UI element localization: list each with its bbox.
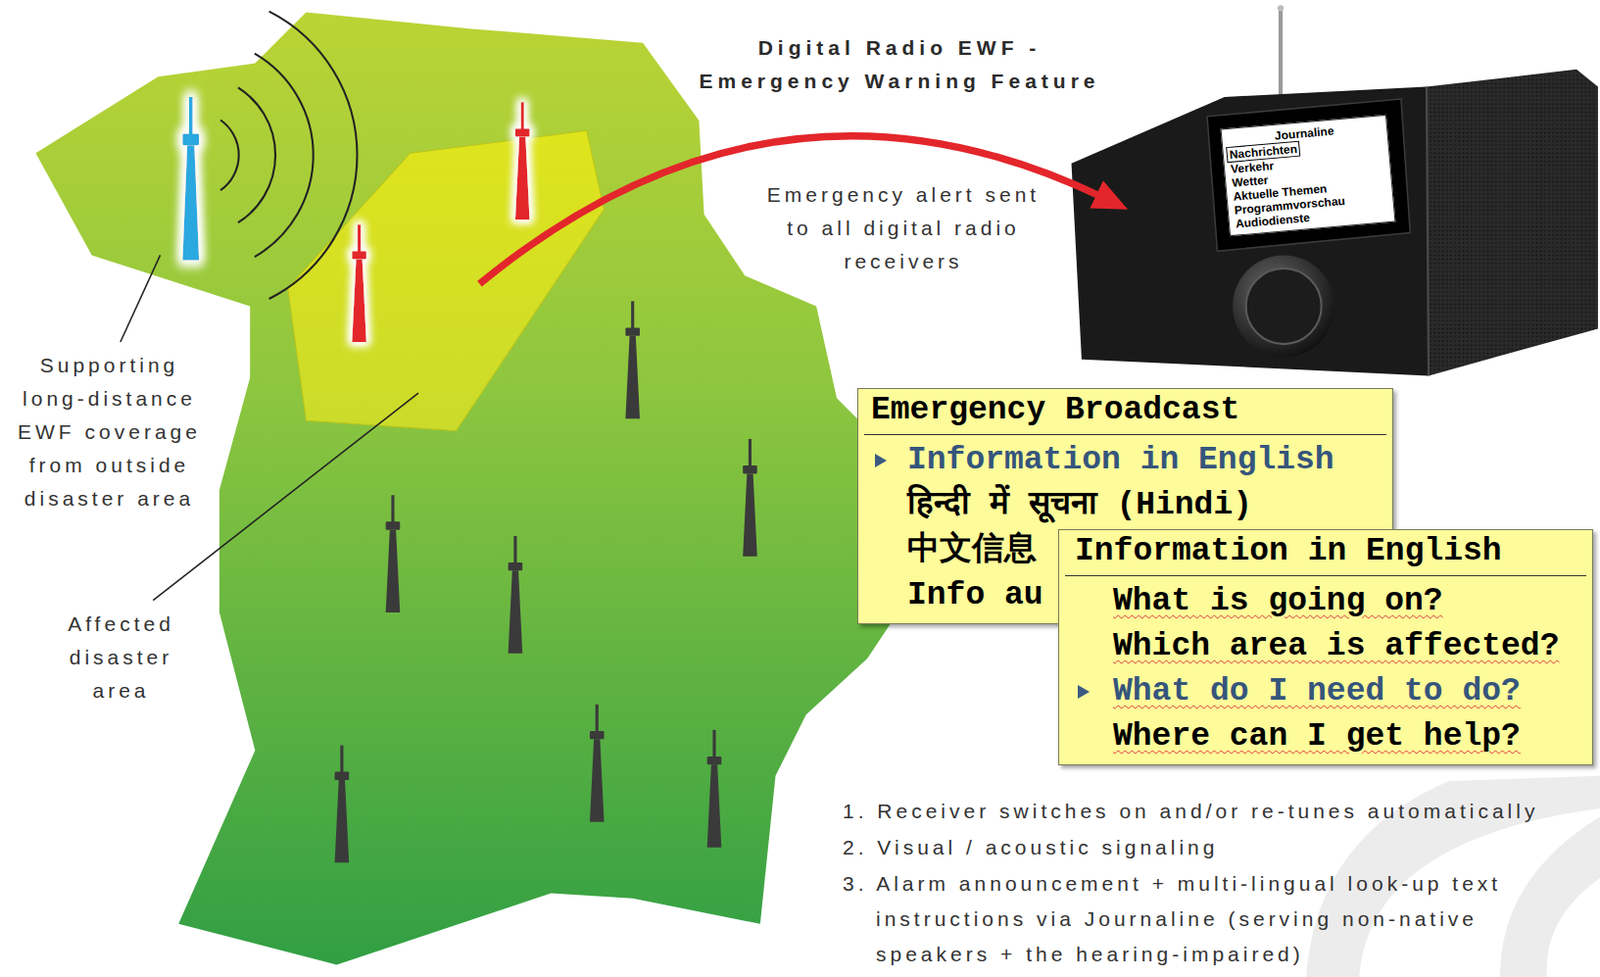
step-note: 2. Visual / acoustic signaling (842, 829, 1593, 866)
selection-triangle (874, 453, 887, 468)
menu-option: Which area is affected? (1059, 629, 1593, 665)
transmitter-tower (335, 745, 350, 864)
transmitter-tower (742, 438, 758, 557)
callout-label: Emergency alert sent to all digital radi… (761, 178, 1046, 279)
radio-wave (220, 120, 240, 192)
selection-triangle (1077, 684, 1090, 699)
step-note: 3. Alarm announcement + multi-lingual lo… (842, 866, 1593, 972)
callout-label: Affected disaster area (54, 607, 188, 708)
radio-wave (254, 53, 314, 258)
menu-option: Where can I get help? (1059, 719, 1593, 755)
menu-option: What do I need to do? (1059, 674, 1593, 710)
selection-triangle (874, 453, 887, 468)
diagram-title: Digital Radio EWF - Emergency Warning Fe… (683, 31, 1116, 98)
radio-edge (1426, 87, 1429, 377)
menu-option: Information in English (858, 442, 1393, 479)
radio-bezel (1207, 98, 1410, 251)
menu-heading: Emergency Broadcast (864, 392, 1387, 436)
step-note: 1. Receiver switches on and/or re-tunes … (842, 793, 1593, 829)
alert-arrow (479, 136, 1102, 285)
radio-antenna (1278, 7, 1283, 102)
radio-waves (220, 11, 357, 299)
radio-body (1071, 87, 1430, 377)
radio-antenna (1277, 4, 1284, 11)
menu-box: Information in EnglishWhat is going on? W… (1058, 529, 1594, 766)
selection-triangle (1077, 684, 1090, 699)
leader-line (120, 254, 161, 342)
transmitter-tower (707, 729, 723, 848)
logo-swoosh (1500, 816, 1600, 977)
menu-option: हिन्दी में सूचना (Hindi) (858, 487, 1393, 524)
radio-screen: JournalineNachrichtenVerkehrWetterAktuel… (1220, 114, 1397, 237)
menu-option: What is going on? (1059, 583, 1593, 620)
transmitter-tower (182, 96, 199, 261)
transmitter-tower (508, 535, 524, 654)
menu-heading: Information in English (1065, 533, 1587, 577)
callout-label: Supporting long-distance EWF coverage fr… (8, 348, 210, 516)
transmitter-tower (625, 300, 640, 419)
radio-knob (1232, 254, 1335, 357)
radio-side (1426, 69, 1599, 377)
transmitter-tower (351, 224, 367, 342)
radio-knob (1246, 268, 1322, 344)
radio-wave (238, 87, 276, 223)
disaster-area (288, 130, 605, 431)
transmitter-tower (589, 704, 605, 823)
radio-wave (269, 11, 358, 299)
transmitter-tower (515, 101, 531, 220)
transmitter-tower (386, 494, 401, 613)
